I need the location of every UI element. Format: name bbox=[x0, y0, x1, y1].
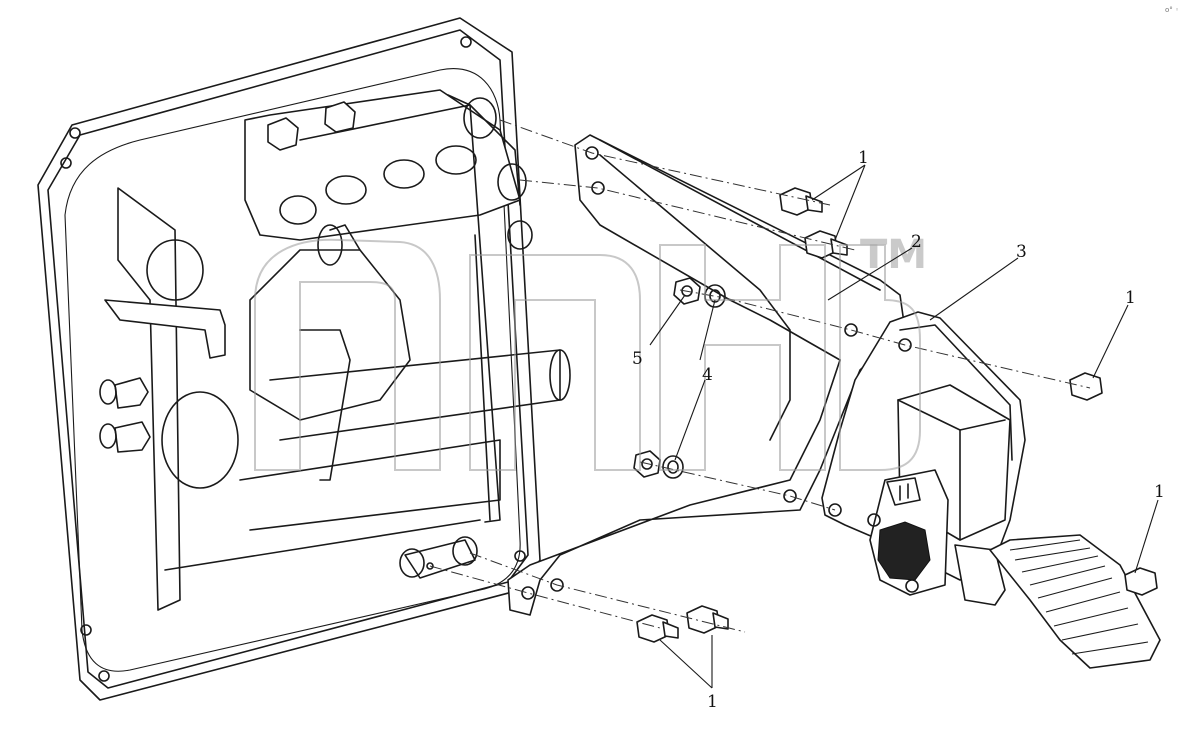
callout-item-4: 4 bbox=[702, 365, 713, 385]
callout-item-5: 5 bbox=[632, 349, 643, 369]
pedal-lever-frame bbox=[99, 94, 571, 611]
callout-item-1-top: 1 bbox=[858, 148, 869, 168]
callout-leaders bbox=[649, 164, 1159, 689]
lower-link bbox=[399, 536, 478, 579]
callout-item-1-bottom: 1 bbox=[707, 692, 718, 712]
callout-item-3: 3 bbox=[1016, 242, 1027, 262]
corner-mark: o° ◦ bbox=[1165, 6, 1179, 14]
washer-item-4-bottom bbox=[662, 455, 684, 479]
callout-item-1-pedal: 1 bbox=[1154, 482, 1165, 502]
watermark-tm-mark: TM bbox=[860, 232, 927, 278]
callout-item-1-right: 1 bbox=[1125, 288, 1136, 308]
assembly-centerlines bbox=[429, 119, 1091, 633]
watermark-logo: TM bbox=[254, 232, 927, 471]
upper-bracket bbox=[244, 89, 527, 241]
pedal-module-item-3 bbox=[821, 311, 1161, 669]
bolt-bottom-2 bbox=[686, 605, 729, 634]
bolt-right-1 bbox=[1069, 372, 1103, 401]
bolt-top-1 bbox=[779, 187, 823, 216]
bolt-bottom-1 bbox=[636, 614, 679, 643]
bolt-right-2 bbox=[1124, 567, 1158, 596]
callout-item-2: 2 bbox=[911, 232, 922, 252]
